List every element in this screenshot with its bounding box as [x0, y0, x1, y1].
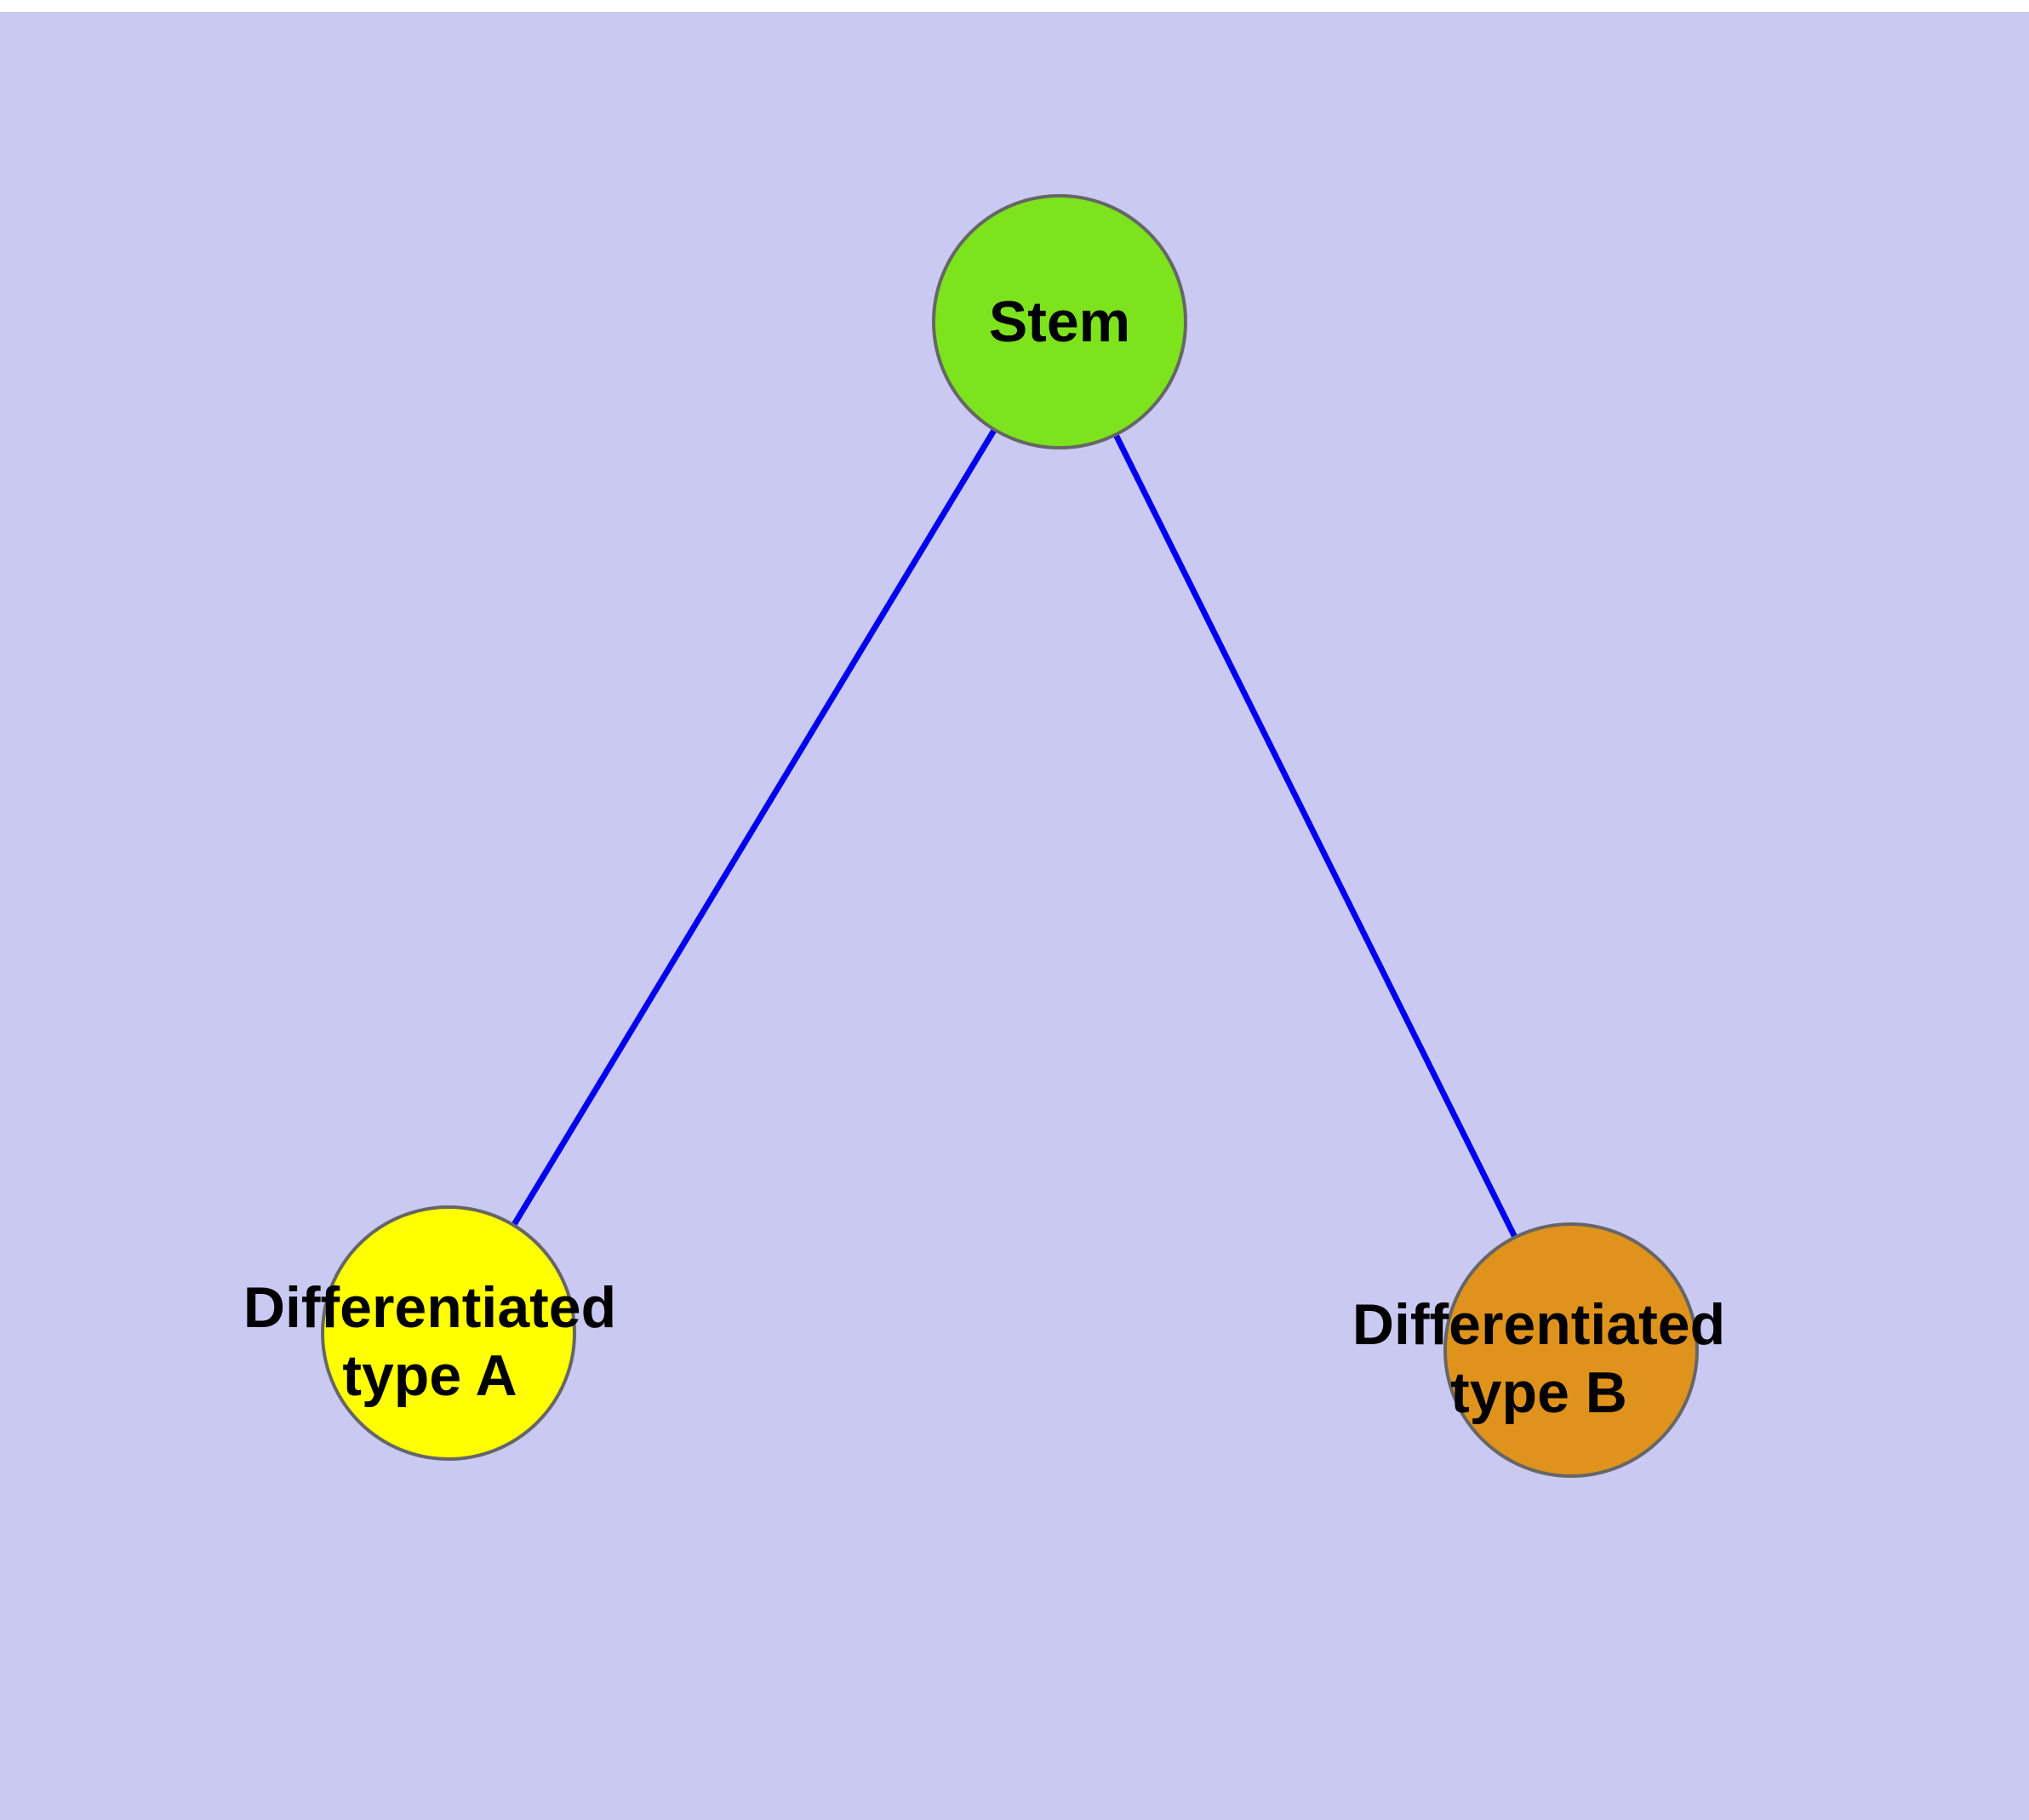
edge-stem-to-type-b — [1056, 320, 1575, 1352]
edges-layer — [446, 320, 1575, 1352]
diagram-canvas: Stem Differentiated type A Differentiate… — [0, 12, 2029, 1820]
node-differentiated-type-b[interactable] — [1443, 1222, 1699, 1478]
node-differentiated-type-a[interactable] — [321, 1205, 576, 1461]
edge-stem-to-type-a — [446, 320, 1062, 1335]
top-white-strip — [0, 0, 2029, 12]
node-stem[interactable] — [932, 194, 1187, 449]
